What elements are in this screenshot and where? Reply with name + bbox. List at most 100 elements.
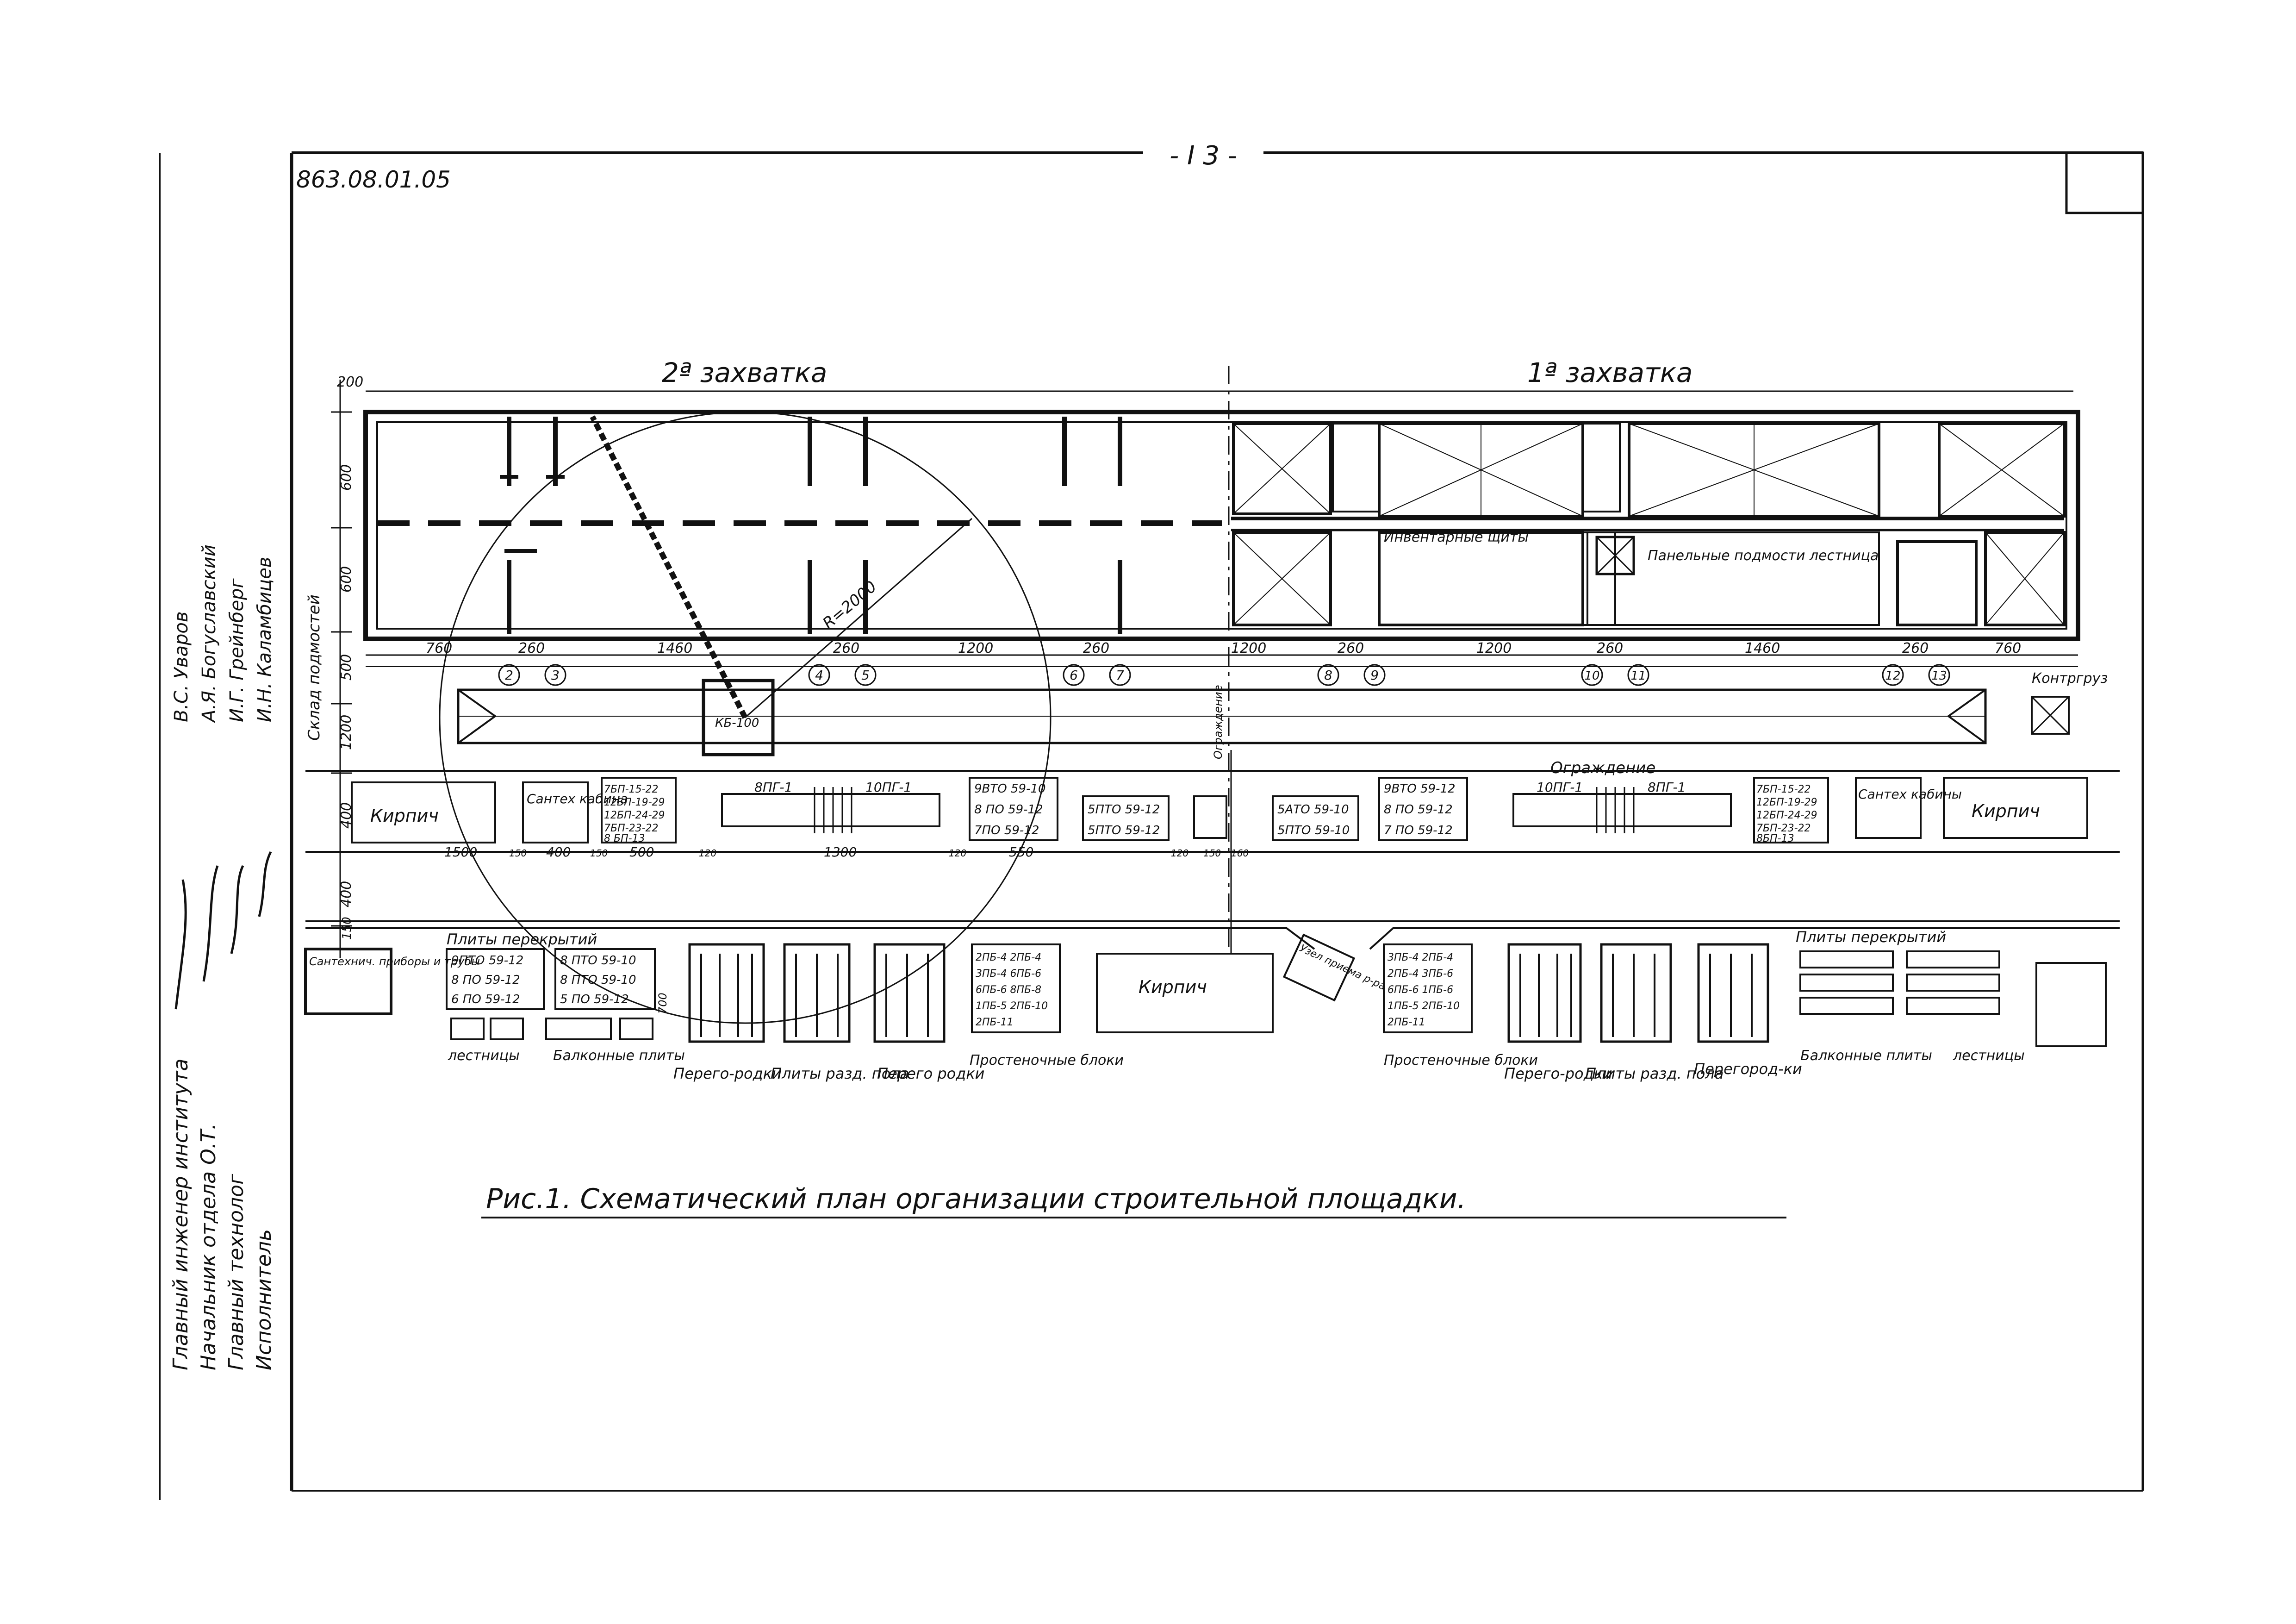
beams-label-10pg-right: 10ПГ-1 bbox=[1537, 780, 1583, 795]
stairs-right-label: лестницы bbox=[1953, 1048, 2025, 1064]
dim-700: 700 bbox=[656, 993, 669, 1014]
mid2-1: 5ПТО 59-12 bbox=[1088, 803, 1160, 817]
stamp-corner-box bbox=[2065, 151, 2144, 214]
blocks-r1: 3ПБ-4 2ПБ-4 bbox=[1388, 952, 1453, 963]
beams-left-5: 8 БП-13 bbox=[604, 833, 645, 844]
name-uvarov: В.С. Уваров bbox=[171, 612, 192, 722]
dim-v-6: 400 bbox=[338, 881, 355, 907]
brick-right-box bbox=[1943, 777, 2088, 839]
blocks-r3: 6ПБ-6 1ПБ-6 bbox=[1388, 984, 1453, 996]
beams-label-8pg: 8ПГ-1 bbox=[754, 780, 792, 795]
axis-dim-12: 260 bbox=[1902, 640, 1929, 656]
axis-3: 3 bbox=[551, 668, 560, 683]
partitions-1-label: Перего-родки bbox=[673, 1065, 782, 1082]
bdim-5: 500 bbox=[629, 844, 654, 860]
axis-dim-10: 260 bbox=[1597, 640, 1623, 656]
radius-line bbox=[745, 518, 972, 718]
axis-9: 9 bbox=[1370, 668, 1379, 683]
brick-center-box bbox=[1096, 953, 1274, 1033]
dim-200: 200 bbox=[337, 374, 363, 390]
dim-v-2: 600 bbox=[338, 566, 355, 593]
partitions-4-label: Перегород-ки bbox=[1694, 1060, 1802, 1078]
dim-v-1: 600 bbox=[338, 464, 355, 491]
role-chief-technologist: Главный технолог bbox=[224, 1174, 248, 1370]
beams-stack-right bbox=[1753, 777, 1829, 843]
axis-dim-13: 760 bbox=[1995, 640, 2021, 656]
mid4-3: 7 ПО 59-12 bbox=[1384, 824, 1453, 837]
beams-left-2: 12БП-19-29 bbox=[604, 797, 665, 808]
bdim-10: 120 bbox=[1171, 848, 1188, 859]
bottom-dimension-row: 1500 150 400 150 500 120 1300 120 550 12… bbox=[444, 844, 1249, 860]
beams-stack-left bbox=[601, 777, 677, 843]
role-chief-engineer: Главный инженер института bbox=[169, 1059, 193, 1371]
bdim-11: 150 bbox=[1203, 848, 1221, 859]
slabs-right-label: Плиты перекрытий bbox=[1796, 928, 1946, 946]
slabs-left-label: Плиты перекрытий bbox=[447, 931, 597, 948]
bdim-9: 550 bbox=[1009, 844, 1033, 860]
sanitary-line-1: Сантехнич. приборы и трубы bbox=[309, 955, 480, 968]
axis-dim-11: 1460 bbox=[1745, 640, 1780, 656]
mid4-1: 9ВТО 59-12 bbox=[1384, 782, 1456, 796]
axis-markers: 2 3 4 5 6 7 8 9 10 11 12 13 bbox=[498, 664, 1950, 686]
axis-dim-6: 260 bbox=[1083, 640, 1109, 656]
prostenoch-right-label: Простеночные блоки bbox=[1384, 1052, 1538, 1068]
girder-stack-left bbox=[721, 793, 940, 827]
figure-caption: Рис.1. Схематический план организации ст… bbox=[486, 1183, 1466, 1215]
beams-right-3: 12БП-24-29 bbox=[1756, 810, 1817, 821]
mid1-3: 7ПО 59-12 bbox=[974, 824, 1039, 837]
stage-2-label: 2ª захватка bbox=[662, 357, 827, 388]
axis-5: 5 bbox=[861, 668, 870, 683]
partitions-3-label: Перего-родки bbox=[1504, 1065, 1612, 1082]
axis-dim-4: 260 bbox=[833, 640, 859, 656]
mid3-2: 5ПТО 59-10 bbox=[1277, 824, 1350, 837]
axis-dim-3: 1460 bbox=[657, 640, 692, 656]
partitions-2-label: Перего родки bbox=[877, 1065, 984, 1082]
slabs-l4: 8 ПТО 59-10 bbox=[560, 954, 636, 968]
slabs-l5: 8 ПТО 59-10 bbox=[560, 973, 636, 987]
bdim-6: 120 bbox=[699, 848, 716, 859]
role-dept-head: Начальник отдела О.Т. bbox=[197, 1123, 220, 1370]
floor-plates-1-label: Плиты разд. пола bbox=[771, 1065, 909, 1082]
axis-8: 8 bbox=[1324, 668, 1332, 683]
brick-center-label: Кирпич bbox=[1139, 977, 1207, 997]
slab-stack-mid1 bbox=[969, 777, 1058, 841]
slab-stack-mid4 bbox=[1378, 777, 1468, 841]
axis-2: 2 bbox=[505, 668, 513, 683]
crane-model-label: КБ-100 bbox=[715, 716, 759, 730]
name-greinberg: И.Г. Грейнберг bbox=[226, 578, 248, 722]
storage-row-2: Сантехнич. приборы и трубы Плиты перекры… bbox=[304, 750, 2120, 1082]
axis-10: 10 bbox=[1584, 669, 1599, 683]
page-number: - I 3 - bbox=[1170, 141, 1237, 171]
name-boguslavsky: А.Я. Богуславский bbox=[199, 544, 220, 724]
slabs-l2: 8 ПО 59-12 bbox=[451, 973, 520, 987]
axis-4: 4 bbox=[815, 668, 823, 683]
storage-row-1: Кирпич Сантех кабина 7БП-15-22 12БП-19-2… bbox=[305, 759, 2120, 922]
beams-right-1: 7БП-15-22 bbox=[1756, 784, 1811, 795]
mid1-2: 8 ПО 59-12 bbox=[974, 803, 1043, 817]
role-executor: Исполнитель bbox=[252, 1229, 276, 1370]
floor-plates-2-label: Плиты разд. пола bbox=[1585, 1065, 1724, 1082]
slab-stack-mid3 bbox=[1272, 795, 1359, 841]
mid1-1: 9ВТО 59-10 bbox=[974, 782, 1046, 796]
counterweight-label: Контргруз bbox=[2032, 670, 2108, 687]
document-code: 863.08.01.05 bbox=[296, 166, 451, 193]
beams-right-4: 7БП-23-22 bbox=[1756, 823, 1811, 834]
crane-radius-label: R=2000 bbox=[819, 577, 880, 633]
node-label: Узел приема р-ра bbox=[1298, 943, 1388, 993]
building-plan bbox=[363, 410, 2080, 641]
blocks-r4: 1ПБ-5 2ПБ-10 bbox=[1388, 1000, 1460, 1012]
crane-radius-circle bbox=[439, 411, 1052, 1024]
beams-left-4: 7БП-23-22 bbox=[604, 823, 659, 834]
mid3-1: 5АТО 59-10 bbox=[1277, 803, 1349, 817]
girder-stack-right bbox=[1512, 793, 1732, 827]
balcony-right-label: Балконные плиты bbox=[1800, 1048, 1932, 1064]
counterweight-box bbox=[2031, 696, 2070, 735]
blocks-l5: 2ПБ-11 bbox=[976, 1017, 1014, 1028]
slabs-l1: 9ПТО 59-12 bbox=[451, 954, 523, 968]
blocks-l2: 3ПБ-4 6ПБ-6 bbox=[976, 968, 1041, 980]
crane-boom bbox=[590, 415, 748, 719]
fence-label: Ограждение bbox=[1550, 759, 1655, 777]
mid4-2: 8 ПО 59-12 bbox=[1384, 803, 1453, 817]
beams-label-10pg: 10ПГ-1 bbox=[865, 780, 912, 795]
